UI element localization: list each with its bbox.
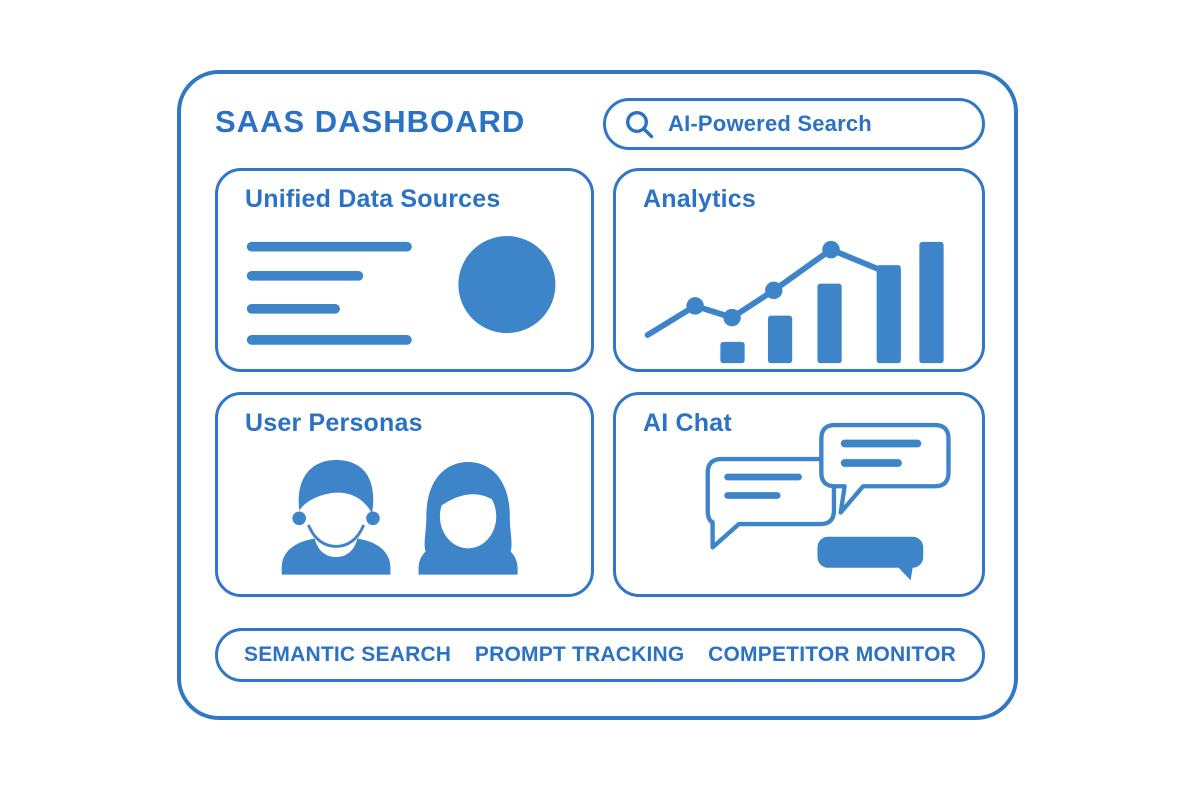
chat-text-line (840, 459, 902, 467)
card-title-analytics: Analytics (643, 185, 756, 213)
search-icon (625, 110, 654, 138)
placeholder-line (246, 270, 364, 281)
search-placeholder-text: AI-Powered Search (668, 111, 872, 136)
line-marker (686, 297, 704, 315)
analytics-bar (919, 241, 944, 364)
search-box[interactable]: AI-Powered Search (603, 98, 985, 150)
male-avatar-icon (281, 460, 391, 575)
analytics-bar (720, 341, 745, 364)
line-marker (765, 281, 783, 300)
footer-item-semantic-search[interactable]: SEMANTIC SEARCH (244, 643, 452, 666)
analytics-bar (817, 283, 842, 364)
dashboard-panel: SAAS DASHBOARD AI-Powered Search Unified… (177, 70, 1018, 720)
analytics-bar (876, 265, 901, 364)
analytics-bar (767, 315, 793, 364)
card-user-personas[interactable]: User Personas (215, 392, 594, 597)
chat-bubble-right-icon (819, 422, 951, 515)
chat-text-line (724, 473, 802, 481)
page-title: SAAS DASHBOARD (215, 104, 526, 139)
line-marker (723, 308, 741, 327)
data-circle (458, 236, 556, 334)
chat-text-line (724, 492, 781, 499)
footer-item-prompt-tracking[interactable]: PROMPT TRACKING (474, 643, 685, 666)
placeholder-line (246, 241, 412, 252)
female-avatar-icon (418, 461, 518, 575)
card-title-unified-data-sources: Unified Data Sources (245, 185, 501, 213)
card-ai-chat[interactable]: AI Chat (613, 392, 985, 597)
placeholder-line (246, 335, 412, 345)
analytics-chart (644, 240, 944, 364)
chat-graphic (705, 422, 951, 581)
placeholder-line (246, 303, 340, 314)
line-marker (822, 240, 840, 259)
data-sources-graphic (246, 236, 556, 345)
card-analytics[interactable]: Analytics (613, 168, 985, 372)
chat-bubble-filled-tail (893, 561, 914, 581)
card-unified-data-sources[interactable]: Unified Data Sources (215, 168, 594, 372)
footer-item-competitor-monitor[interactable]: COMPETITOR MONITOR (708, 643, 956, 666)
chat-bubble-left-icon (705, 456, 837, 550)
card-title-ai-chat: AI Chat (643, 409, 732, 437)
trend-line (644, 246, 900, 338)
card-title-user-personas: User Personas (245, 409, 423, 437)
chat-text-line (840, 439, 922, 448)
footer-bar: SEMANTIC SEARCH PROMPT TRACKING COMPETIT… (215, 628, 985, 682)
personas-graphic (281, 460, 518, 575)
chat-bubble-filled-icon (817, 536, 924, 568)
